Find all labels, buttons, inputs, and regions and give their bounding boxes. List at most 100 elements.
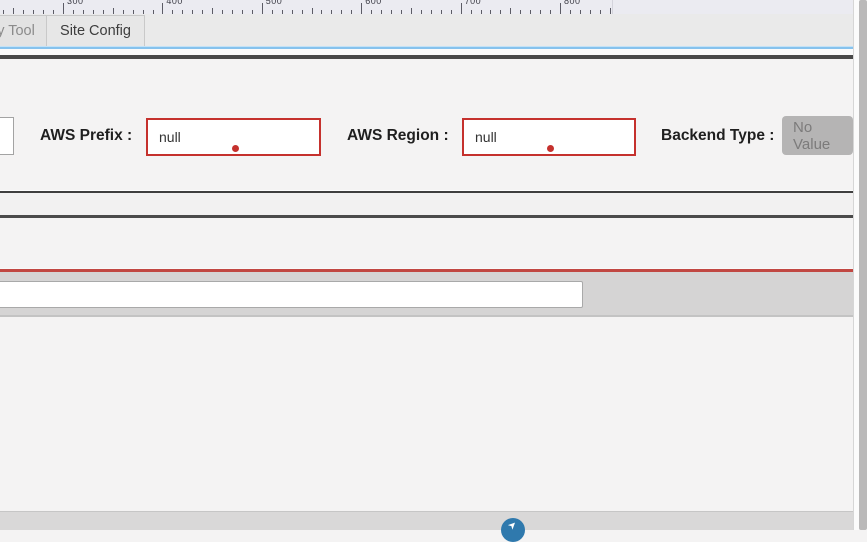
ruler-tick [222,10,223,14]
footer-bar [0,511,853,530]
aws-prefix-label: AWS Prefix : [40,127,133,144]
ruler-tick [152,10,154,14]
tab-site-config-label: Site Config [60,23,131,39]
ruler-tick [381,10,383,14]
ruler-tick [569,10,571,14]
backend-type-novalue-button[interactable]: No Value [782,116,853,155]
ruler-tick [401,10,402,14]
ruler-tick [271,10,273,14]
ruler-unit-label: 300 [67,0,84,6]
ruler-tick [321,10,323,14]
ruler-end-divider [612,0,613,14]
ruler-tick [53,10,55,14]
ruler-tick [23,10,25,14]
ruler-tick [241,10,243,14]
ruler-tick [232,10,233,14]
ruler-tick [63,3,64,14]
ruler-tick [3,10,5,14]
ruler-unit-label: 400 [166,0,183,6]
arrow-icon: ➤ [505,518,520,533]
input-toolbar-band [0,272,853,317]
aws-region-value: null [475,129,497,145]
ruler-unit-label: 700 [464,0,482,6]
ruler-tick [162,3,164,14]
ruler-unit-label: 600 [365,0,382,6]
tab-site-config[interactable]: Site Config [46,15,145,46]
ruler-tick [43,10,45,14]
ruler-tick [430,10,432,14]
gap [0,49,853,55]
ruler-tick [410,8,412,14]
ruler-tick [112,8,114,14]
aws-prefix-value: null [159,129,181,145]
ruler-tick [331,10,333,14]
ruler-tick [599,10,601,14]
vertical-scrollbar-track[interactable] [853,0,867,530]
ruler-tick [550,10,552,14]
ruler-tick [122,10,124,14]
ruler-tick [609,8,611,14]
backend-type-value: No Value [793,118,831,153]
ruler-tick [102,10,104,14]
tab-bar: y Tool Site Config [0,14,853,46]
ruler-tick [371,10,373,14]
ruler-tick [440,10,442,14]
error-divider [0,268,853,272]
ruler-tick [82,10,84,14]
ruler-tick [291,10,293,14]
ruler-tick [361,3,363,14]
ruler-tick [251,10,253,14]
aws-prefix-input[interactable]: null [146,118,321,156]
ruler-tick [520,10,522,14]
ruler-tick [490,10,492,14]
floating-action-button[interactable]: ➤ [501,518,525,542]
section-divider-1 [0,190,853,194]
ruler-tick [391,10,392,14]
collapsed-section-band [0,193,853,215]
ruler-tick [13,8,15,14]
wide-text-input[interactable] [0,281,583,308]
ruler-tick [172,10,174,14]
aws-region-label: AWS Region : [347,127,449,144]
aws-region-input[interactable]: null [462,118,636,156]
ruler-tick [33,10,35,14]
partial-input-left[interactable] [0,117,14,155]
tab-tool-label: y Tool [0,23,35,39]
ruler-tick [530,10,532,14]
ruler-unit-label: 800 [564,0,581,6]
ruler-tick [202,10,204,14]
horizontal-ruler: 300 400 500 600 700 800 [0,0,853,15]
validation-error-dot [547,145,554,152]
ruler-tick [182,10,184,14]
ruler-tick [450,10,452,14]
ruler-tick [420,10,422,14]
ruler-tick [92,10,94,14]
ruler-tick [311,8,313,14]
ruler-tick [460,3,462,14]
ruler-tick [261,3,263,14]
ruler-tick [579,10,581,14]
config-form-section: AWS Prefix : null AWS Region : null Back… [0,59,853,190]
ruler-tick [212,8,214,14]
ruler-tick [132,10,134,14]
ruler-tick [510,8,512,14]
ruler-tick [72,10,74,14]
ruler-tick [540,10,542,14]
ruler-tick [192,10,194,14]
ruler-tick [301,10,303,14]
validation-error-dot [232,145,239,152]
backend-type-label: Backend Type : [661,127,775,144]
ruler-tick [341,10,343,14]
ruler-tick [351,10,353,14]
tab-tool[interactable]: y Tool [0,15,48,46]
vertical-scrollbar-thumb[interactable] [859,0,867,530]
ruler-tick [470,10,472,14]
accent-underline [0,46,856,49]
ruler-tick [500,10,502,14]
section-divider-2 [0,215,853,218]
ruler-unit-label: 500 [265,0,283,6]
ruler-tick [281,10,283,14]
ruler-tick [589,10,591,14]
dark-divider-top [0,55,853,59]
ruler-tick [560,3,561,14]
